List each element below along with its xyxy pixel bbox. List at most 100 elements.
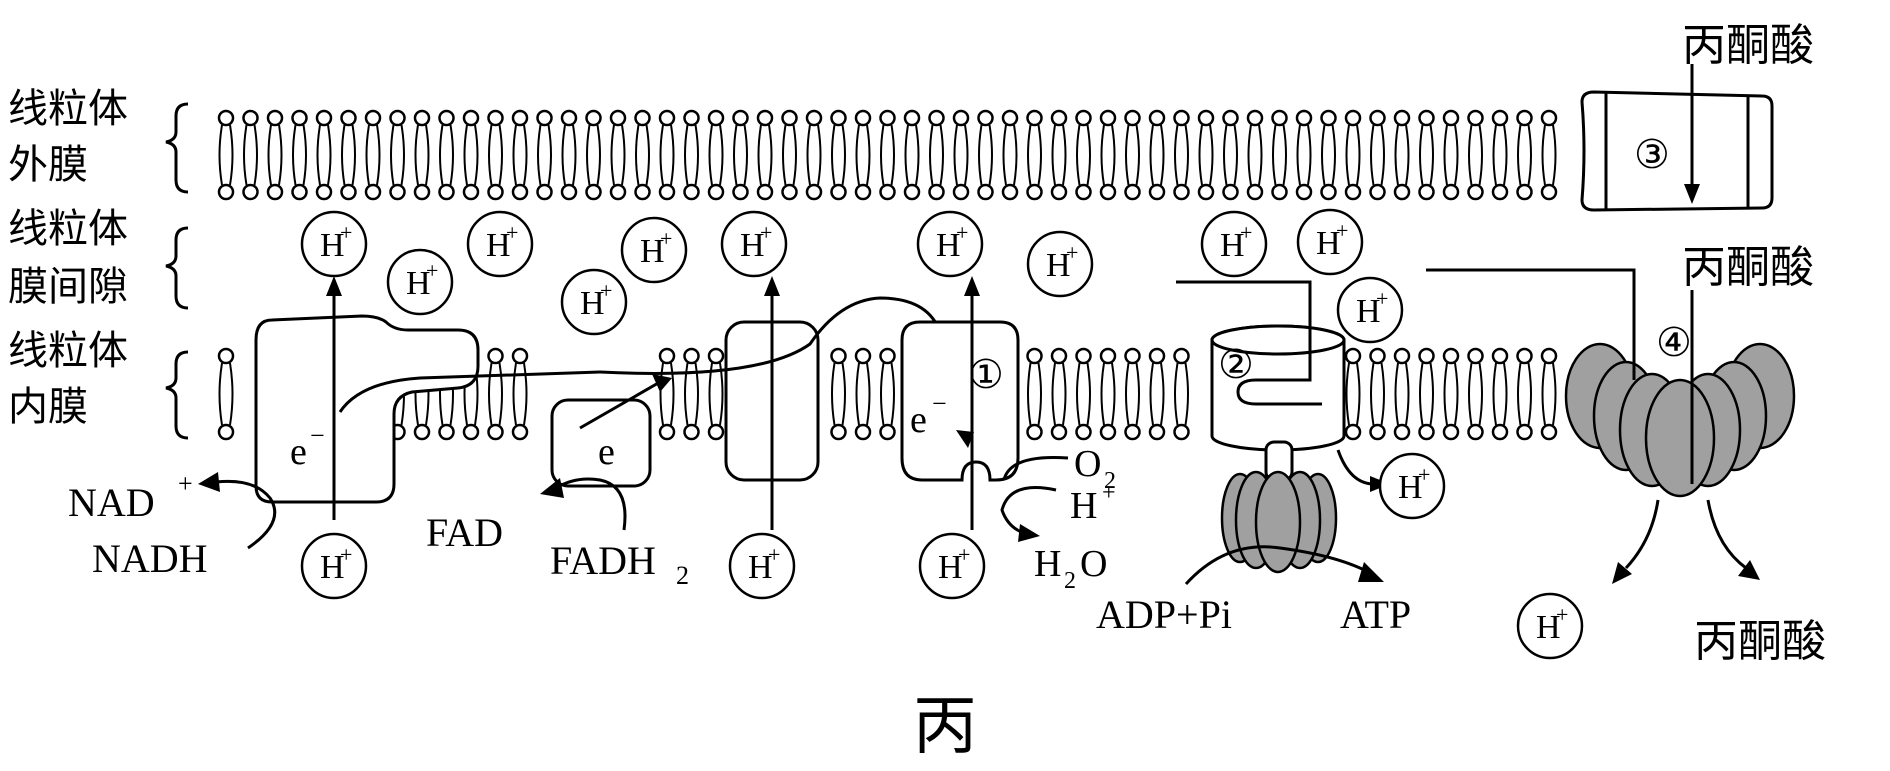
outer-membrane-label: 线粒体 外膜 — [8, 86, 189, 194]
svg-text:内膜: 内膜 — [8, 384, 88, 430]
proton-ion: H+ — [1026, 230, 1094, 298]
svg-text:+: + — [1102, 480, 1116, 506]
symporter-proton-path — [1426, 268, 1636, 380]
svg-text:H: H — [936, 227, 961, 264]
water-label: H 2 O — [1034, 543, 1107, 594]
electron-label-complex-four: e − — [910, 389, 947, 441]
proton-ion: H+ — [560, 268, 628, 336]
complex-one — [254, 314, 480, 504]
proton-ion: H+ — [720, 210, 788, 278]
svg-text:H: H — [1220, 227, 1245, 264]
oxygen-label: O 2 — [1074, 443, 1116, 494]
electron-label-complex-one: e − — [290, 421, 325, 473]
svg-text:2: 2 — [1104, 468, 1116, 494]
outer-membrane-bilayer — [217, 109, 1558, 201]
svg-text:e: e — [910, 399, 927, 441]
svg-text:2: 2 — [1064, 568, 1076, 594]
fadh2-label: FADH 2 — [550, 538, 689, 590]
svg-text:H: H — [748, 549, 773, 586]
figure-caption: 丙 — [913, 690, 977, 764]
electron-path-complex-one — [338, 370, 601, 413]
svg-text:H: H — [1034, 543, 1061, 585]
svg-text:+: + — [1336, 218, 1348, 243]
atp-synthase-proton-exit — [1336, 449, 1375, 486]
proton-ion: H+ — [1336, 276, 1404, 344]
fad-label: FAD — [426, 510, 503, 555]
svg-text:H: H — [1046, 247, 1071, 284]
svg-text:−: − — [310, 421, 325, 450]
proton-ion: H+ — [386, 248, 454, 316]
svg-text:+: + — [600, 278, 612, 303]
marker-two: ② — [1218, 342, 1254, 388]
complex-two — [550, 398, 652, 488]
inner-membrane-label: 线粒体 内膜 — [8, 328, 189, 440]
adp-pi-label: ADP+Pi — [1096, 592, 1232, 637]
proton-ion: H+ — [918, 532, 986, 600]
complex-four — [900, 320, 1020, 482]
atp-synthase-f1 — [1220, 470, 1338, 574]
svg-text:H: H — [640, 233, 665, 270]
svg-text:+: + — [958, 542, 970, 567]
proton-ion: H+ — [300, 210, 368, 278]
svg-text:H: H — [486, 227, 511, 264]
svg-text:+: + — [340, 542, 352, 567]
svg-text:H: H — [1536, 609, 1561, 646]
nadh-label: NADH — [92, 536, 208, 581]
svg-text:H: H — [740, 227, 765, 264]
marker-one: ① — [968, 352, 1004, 398]
svg-text:e: e — [598, 431, 615, 473]
proton-ion: H+ — [1516, 592, 1584, 660]
svg-text:H: H — [320, 227, 345, 264]
inner-membrane-brace — [165, 350, 189, 440]
svg-text:外膜: 外膜 — [8, 142, 88, 188]
proton-ion: H+ — [620, 216, 688, 284]
svg-text:+: + — [426, 258, 438, 283]
svg-text:H: H — [1398, 469, 1423, 506]
atp-synthesis-arrow — [1184, 545, 1373, 586]
svg-text:H: H — [580, 285, 605, 322]
symporter-pyruvate-exit — [1706, 499, 1747, 570]
nadh-oxidation-arrow — [215, 479, 277, 550]
svg-text:+: + — [1066, 240, 1078, 265]
svg-text:+: + — [178, 469, 193, 498]
proton-ion: H+ — [1200, 210, 1268, 278]
svg-text:+: + — [506, 220, 518, 245]
inner-membrane-bilayer — [217, 347, 1558, 441]
symporter-proton-exit — [1624, 499, 1660, 570]
svg-text:H: H — [1070, 485, 1097, 527]
marker-three: ③ — [1634, 132, 1670, 178]
svg-text:+: + — [956, 220, 968, 245]
proton-ion: H+ — [1378, 452, 1446, 520]
outer-membrane-brace — [165, 102, 189, 194]
pyruvate-symporter — [1564, 342, 1796, 498]
svg-text:+: + — [1376, 286, 1388, 311]
svg-text:H: H — [320, 549, 345, 586]
svg-text:+: + — [340, 220, 352, 245]
marker-four: ④ — [1656, 320, 1692, 366]
svg-text:NAD: NAD — [68, 480, 155, 525]
oxygen-uptake-arrow — [1002, 455, 1069, 481]
svg-text:线粒体: 线粒体 — [8, 328, 128, 374]
proton-ion: H+ — [916, 210, 984, 278]
svg-text:线粒体: 线粒体 — [8, 206, 128, 252]
intermembrane-space-brace — [165, 226, 189, 310]
proton-ion: H+ — [728, 532, 796, 600]
pyruvate-channel — [1580, 90, 1774, 212]
svg-text:H: H — [406, 265, 431, 302]
svg-text:H: H — [1316, 225, 1341, 262]
svg-text:+: + — [1556, 602, 1568, 627]
svg-text:−: − — [932, 389, 947, 418]
nad-plus-label: NAD + — [68, 469, 193, 525]
proton-ion: H+ — [1296, 208, 1364, 276]
svg-text:2: 2 — [676, 561, 689, 590]
svg-text:线粒体: 线粒体 — [8, 86, 128, 132]
svg-text:O: O — [1074, 443, 1101, 485]
svg-text:+: + — [1418, 462, 1430, 487]
proton-ion: H+ — [300, 532, 368, 600]
pyruvate-label-bottom: 丙酮酸 — [1694, 616, 1826, 667]
svg-text:FADH: FADH — [550, 538, 656, 583]
water-formation-arrow — [1000, 486, 1057, 536]
atp-synthase-proton-channel — [1176, 280, 1322, 406]
atp-label: ATP — [1340, 592, 1411, 637]
